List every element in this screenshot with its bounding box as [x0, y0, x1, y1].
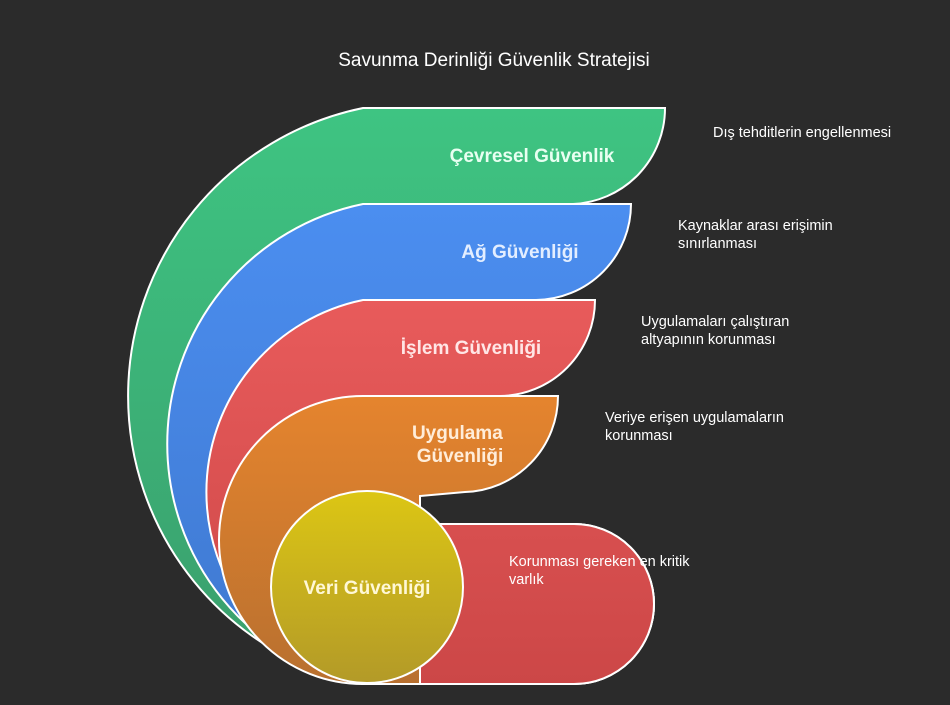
layer-description-data: Korunması gereken en kritik varlık	[509, 554, 694, 588]
diagram-title: Savunma Derinliği Güvenlik Stratejisi	[338, 50, 650, 71]
layer-description-application: Veriye erişen uygulamaların korunması	[605, 410, 788, 444]
layer-label-application: Uygulama Güvenliği	[412, 423, 508, 467]
layer-label-perimeter: Çevresel Güvenlik	[450, 146, 615, 167]
layer-shape-data	[270, 490, 464, 684]
layer-description-perimeter: Dış tehditlerin engellenmesi	[713, 125, 891, 141]
layer-label-network: Ağ Güvenliği	[461, 242, 578, 263]
layer-description-compute: Uygulamaları çalıştıran altyapının korun…	[641, 314, 793, 348]
layer-label-compute: İşlem Güvenliği	[401, 338, 541, 359]
layer-label-data: Veri Güvenliği	[304, 578, 431, 599]
layer-description-network: Kaynaklar arası erişimin sınırlanması	[678, 218, 837, 252]
